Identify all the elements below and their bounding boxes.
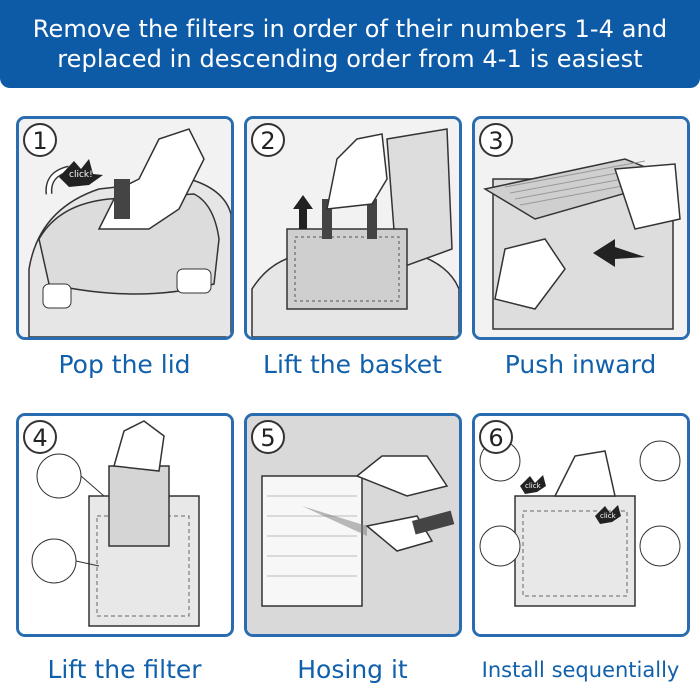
click-badge-text: click! xyxy=(69,170,93,180)
step-6-number: 6 xyxy=(479,420,513,454)
step-1-caption: Pop the lid xyxy=(58,350,191,379)
step-3-illustration xyxy=(475,119,687,337)
step-5-caption: Hosing it xyxy=(297,655,408,684)
step-6-caption: Install sequentially xyxy=(481,658,680,682)
step-2-panel: 2 xyxy=(244,116,462,340)
step-1-illustration: click! xyxy=(19,119,231,337)
click-badge-right: click xyxy=(600,512,617,520)
step-1-panel: 1 click! xyxy=(16,116,234,340)
step-2-illustration xyxy=(247,119,459,337)
step-4-number: 4 xyxy=(23,420,57,454)
banner-line-2: replaced in descending order from 4-1 is… xyxy=(57,45,643,73)
step-2-caption: Lift the basket xyxy=(263,350,442,379)
step-5-number: 5 xyxy=(251,420,285,454)
step-4-illustration xyxy=(19,416,231,634)
step-4-caption: Lift the filter xyxy=(47,655,202,684)
step-2-number: 2 xyxy=(251,123,285,157)
step-6-illustration: click click xyxy=(475,416,687,634)
instruction-banner: Remove the filters in order of their num… xyxy=(0,0,700,88)
step-5-illustration xyxy=(247,416,459,634)
step-6-panel: 6 click click xyxy=(472,413,690,637)
step-3-number: 3 xyxy=(479,123,513,157)
click-badge-left: click xyxy=(525,482,542,490)
step-1-number: 1 xyxy=(23,123,57,157)
step-3-caption: Push inward xyxy=(504,350,657,379)
step-3-panel: 3 xyxy=(472,116,690,340)
banner-line-1: Remove the filters in order of their num… xyxy=(32,15,668,43)
step-4-panel: 4 xyxy=(16,413,234,637)
step-5-panel: 5 xyxy=(244,413,462,637)
